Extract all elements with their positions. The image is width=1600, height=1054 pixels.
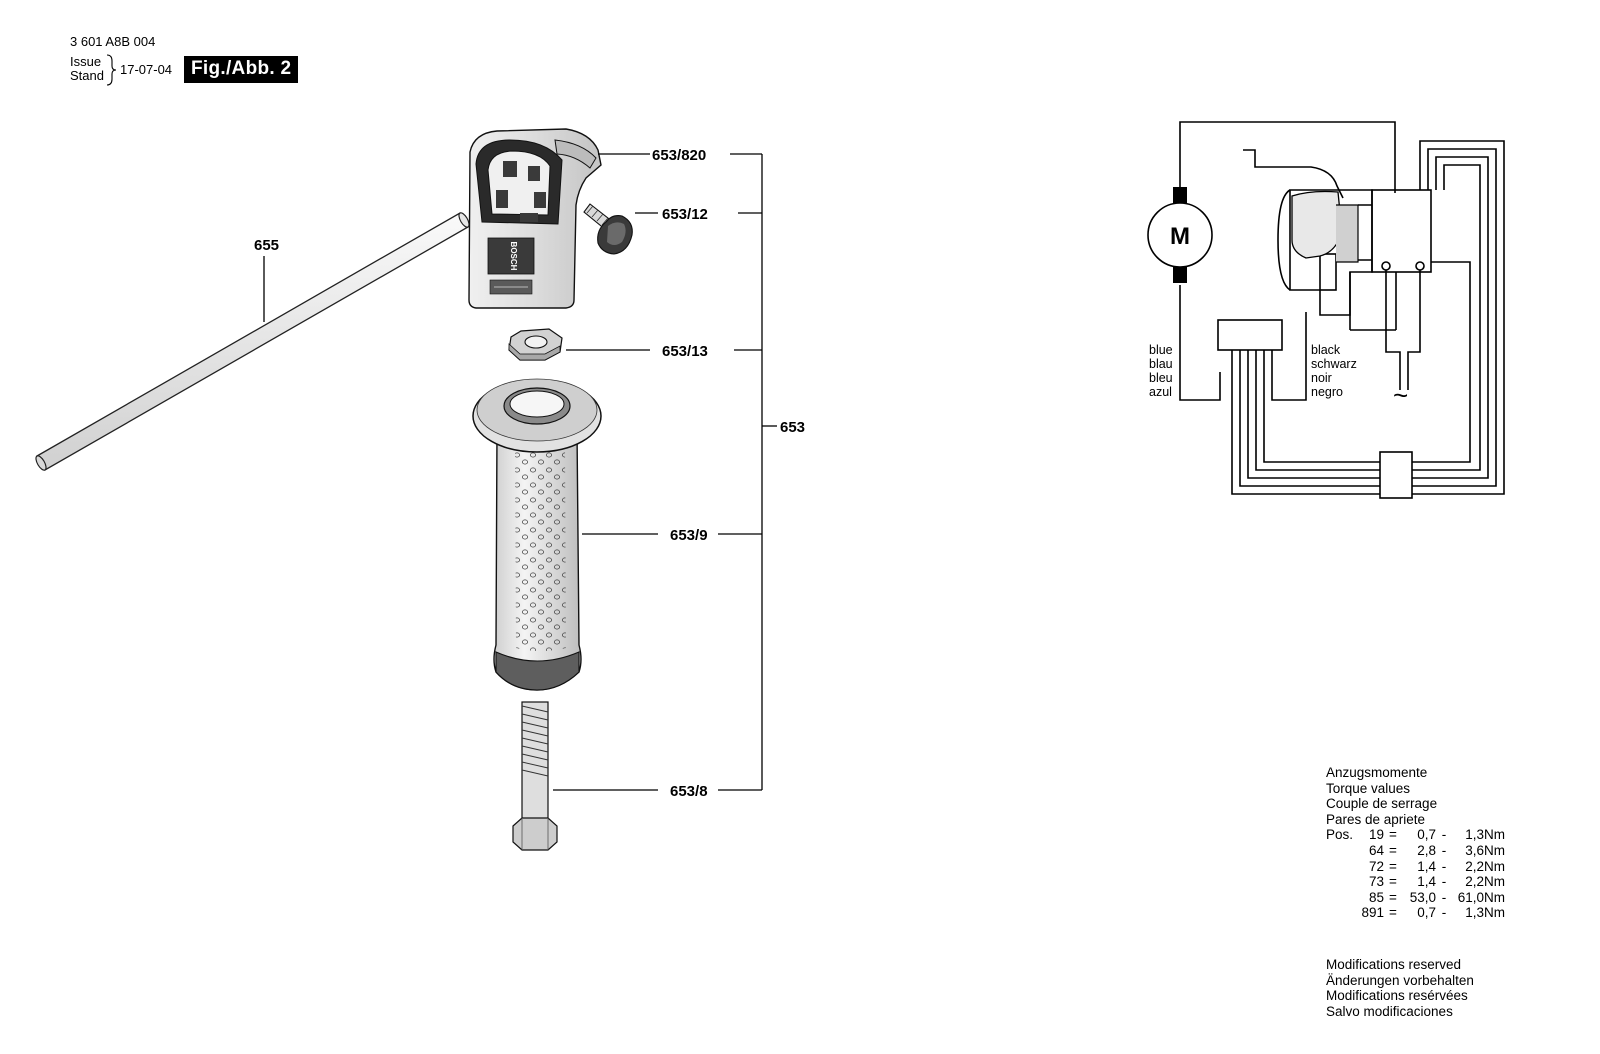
torque-min: 2,8 — [1417, 842, 1436, 858]
torque-unit: Nm — [1484, 905, 1505, 921]
part-label-653-12: 653/12 — [662, 206, 708, 223]
torque-max: 2,2 — [1465, 874, 1484, 890]
torque-unit: Nm — [1484, 842, 1505, 858]
part-label-653-820: 653/820 — [652, 147, 706, 164]
motor-label: M — [1170, 223, 1190, 250]
wire-label-blue-fr: bleu — [1149, 371, 1173, 385]
motor-symbol — [1147, 202, 1213, 268]
torque-row: 73 = 1,4- 2,2Nm — [1326, 874, 1508, 890]
handle-head: BOSCH — [468, 128, 602, 309]
ac-symbol: ~ — [1393, 380, 1408, 410]
torque-dash: - — [1441, 858, 1447, 874]
wire-label-blue-de: blau — [1149, 357, 1173, 371]
torque-max: 61,0 — [1457, 889, 1484, 905]
hex-bolt — [512, 701, 558, 851]
torque-min: 53,0 — [1409, 889, 1436, 905]
torque-unit: Nm — [1484, 889, 1505, 905]
part-label-653-8: 653/8 — [670, 783, 708, 800]
modifications-es: Salvo modificaciones — [1326, 1003, 1453, 1019]
wire-label-blue-es: azul — [1149, 385, 1172, 399]
torque-unit: Nm — [1484, 874, 1505, 890]
wire-label-blue-en: blue — [1149, 343, 1173, 357]
torque-dash: - — [1441, 874, 1447, 890]
part-label-655: 655 — [254, 237, 279, 254]
torque-pos-label: Pos. — [1326, 827, 1354, 843]
torque-row: 72 = 1,4- 2,2Nm — [1326, 859, 1508, 875]
wire-label-black-de: schwarz — [1311, 357, 1357, 371]
torque-heading-de: Anzugsmomente — [1326, 765, 1428, 780]
stand-label: Stand — [70, 68, 104, 83]
torque-min: 1,4 — [1417, 858, 1436, 874]
torque-max: 1,3 — [1465, 827, 1484, 843]
torque-eq: = — [1389, 842, 1397, 858]
part-label-653-9: 653/9 — [670, 527, 708, 544]
torque-dash: - — [1441, 905, 1447, 921]
depth-rod — [35, 212, 470, 471]
torque-row: 64 = 2,8- 3,6Nm — [1326, 843, 1508, 859]
torque-pos: 72 — [1368, 858, 1384, 874]
torque-unit: Nm — [1484, 827, 1505, 843]
torque-eq: = — [1389, 827, 1397, 843]
torque-eq: = — [1389, 858, 1397, 874]
torque-pos: 19 — [1368, 827, 1384, 843]
wire-label-black-fr: noir — [1311, 371, 1332, 385]
torque-min: 0,7 — [1417, 827, 1436, 843]
torque-heading-es: Pares de apriete — [1326, 811, 1426, 827]
torque-row: Pos. 19 = 0,7- 1,3Nm — [1326, 827, 1508, 843]
doc-number: 3 601 A8B 004 — [70, 34, 156, 49]
torque-dash: - — [1441, 827, 1447, 843]
torque-max: 3,6 — [1465, 842, 1484, 858]
torque-min: 0,7 — [1417, 905, 1436, 921]
torque-pos: 891 — [1361, 905, 1384, 921]
torque-dash: - — [1441, 889, 1447, 905]
torque-row: 85 = 53,0-61,0Nm — [1326, 890, 1508, 906]
torque-pos: 73 — [1368, 874, 1384, 890]
torque-heading-en: Torque values — [1326, 780, 1411, 796]
leader-lines — [553, 153, 777, 791]
figure-label: Fig./Abb. 2 — [184, 56, 299, 83]
modifications-fr: Modifications resérvées — [1326, 988, 1468, 1004]
part-label-653: 653 — [780, 419, 805, 436]
torque-eq: = — [1389, 905, 1397, 921]
thumb-screw — [583, 203, 633, 255]
wire-label-black-en: black — [1311, 343, 1341, 357]
brand-logo: BOSCH — [509, 242, 518, 271]
issue-label: Issue — [70, 54, 102, 69]
torque-unit: Nm — [1484, 858, 1505, 874]
torque-pos: 85 — [1368, 889, 1384, 905]
torque-eq: = — [1389, 874, 1397, 890]
torque-dash: - — [1441, 842, 1447, 858]
torque-min: 1,4 — [1417, 874, 1436, 890]
torque-max: 2,2 — [1465, 858, 1484, 874]
modifications-notice: Modifications reserved Änderungen vorbeh… — [1326, 957, 1474, 1019]
wire-label-black-es: negro — [1311, 385, 1343, 399]
issue-date: 17-07-04 — [120, 62, 173, 77]
modifications-en: Modifications reserved — [1326, 957, 1462, 972]
torque-max: 1,3 — [1465, 905, 1484, 921]
grip — [472, 378, 602, 691]
torque-pos: 64 — [1368, 842, 1384, 858]
modifications-de: Änderungen vorbehalten — [1326, 972, 1474, 988]
hex-nut — [508, 328, 563, 361]
torque-heading-fr: Couple de serrage — [1326, 796, 1438, 812]
torque-values: Anzugsmomente Torque values Couple de se… — [1326, 765, 1508, 921]
torque-eq: = — [1389, 889, 1397, 905]
header-brace — [106, 54, 117, 86]
torque-row: 891 = 0,7- 1,3Nm — [1326, 905, 1508, 921]
part-label-653-13: 653/13 — [662, 343, 708, 360]
